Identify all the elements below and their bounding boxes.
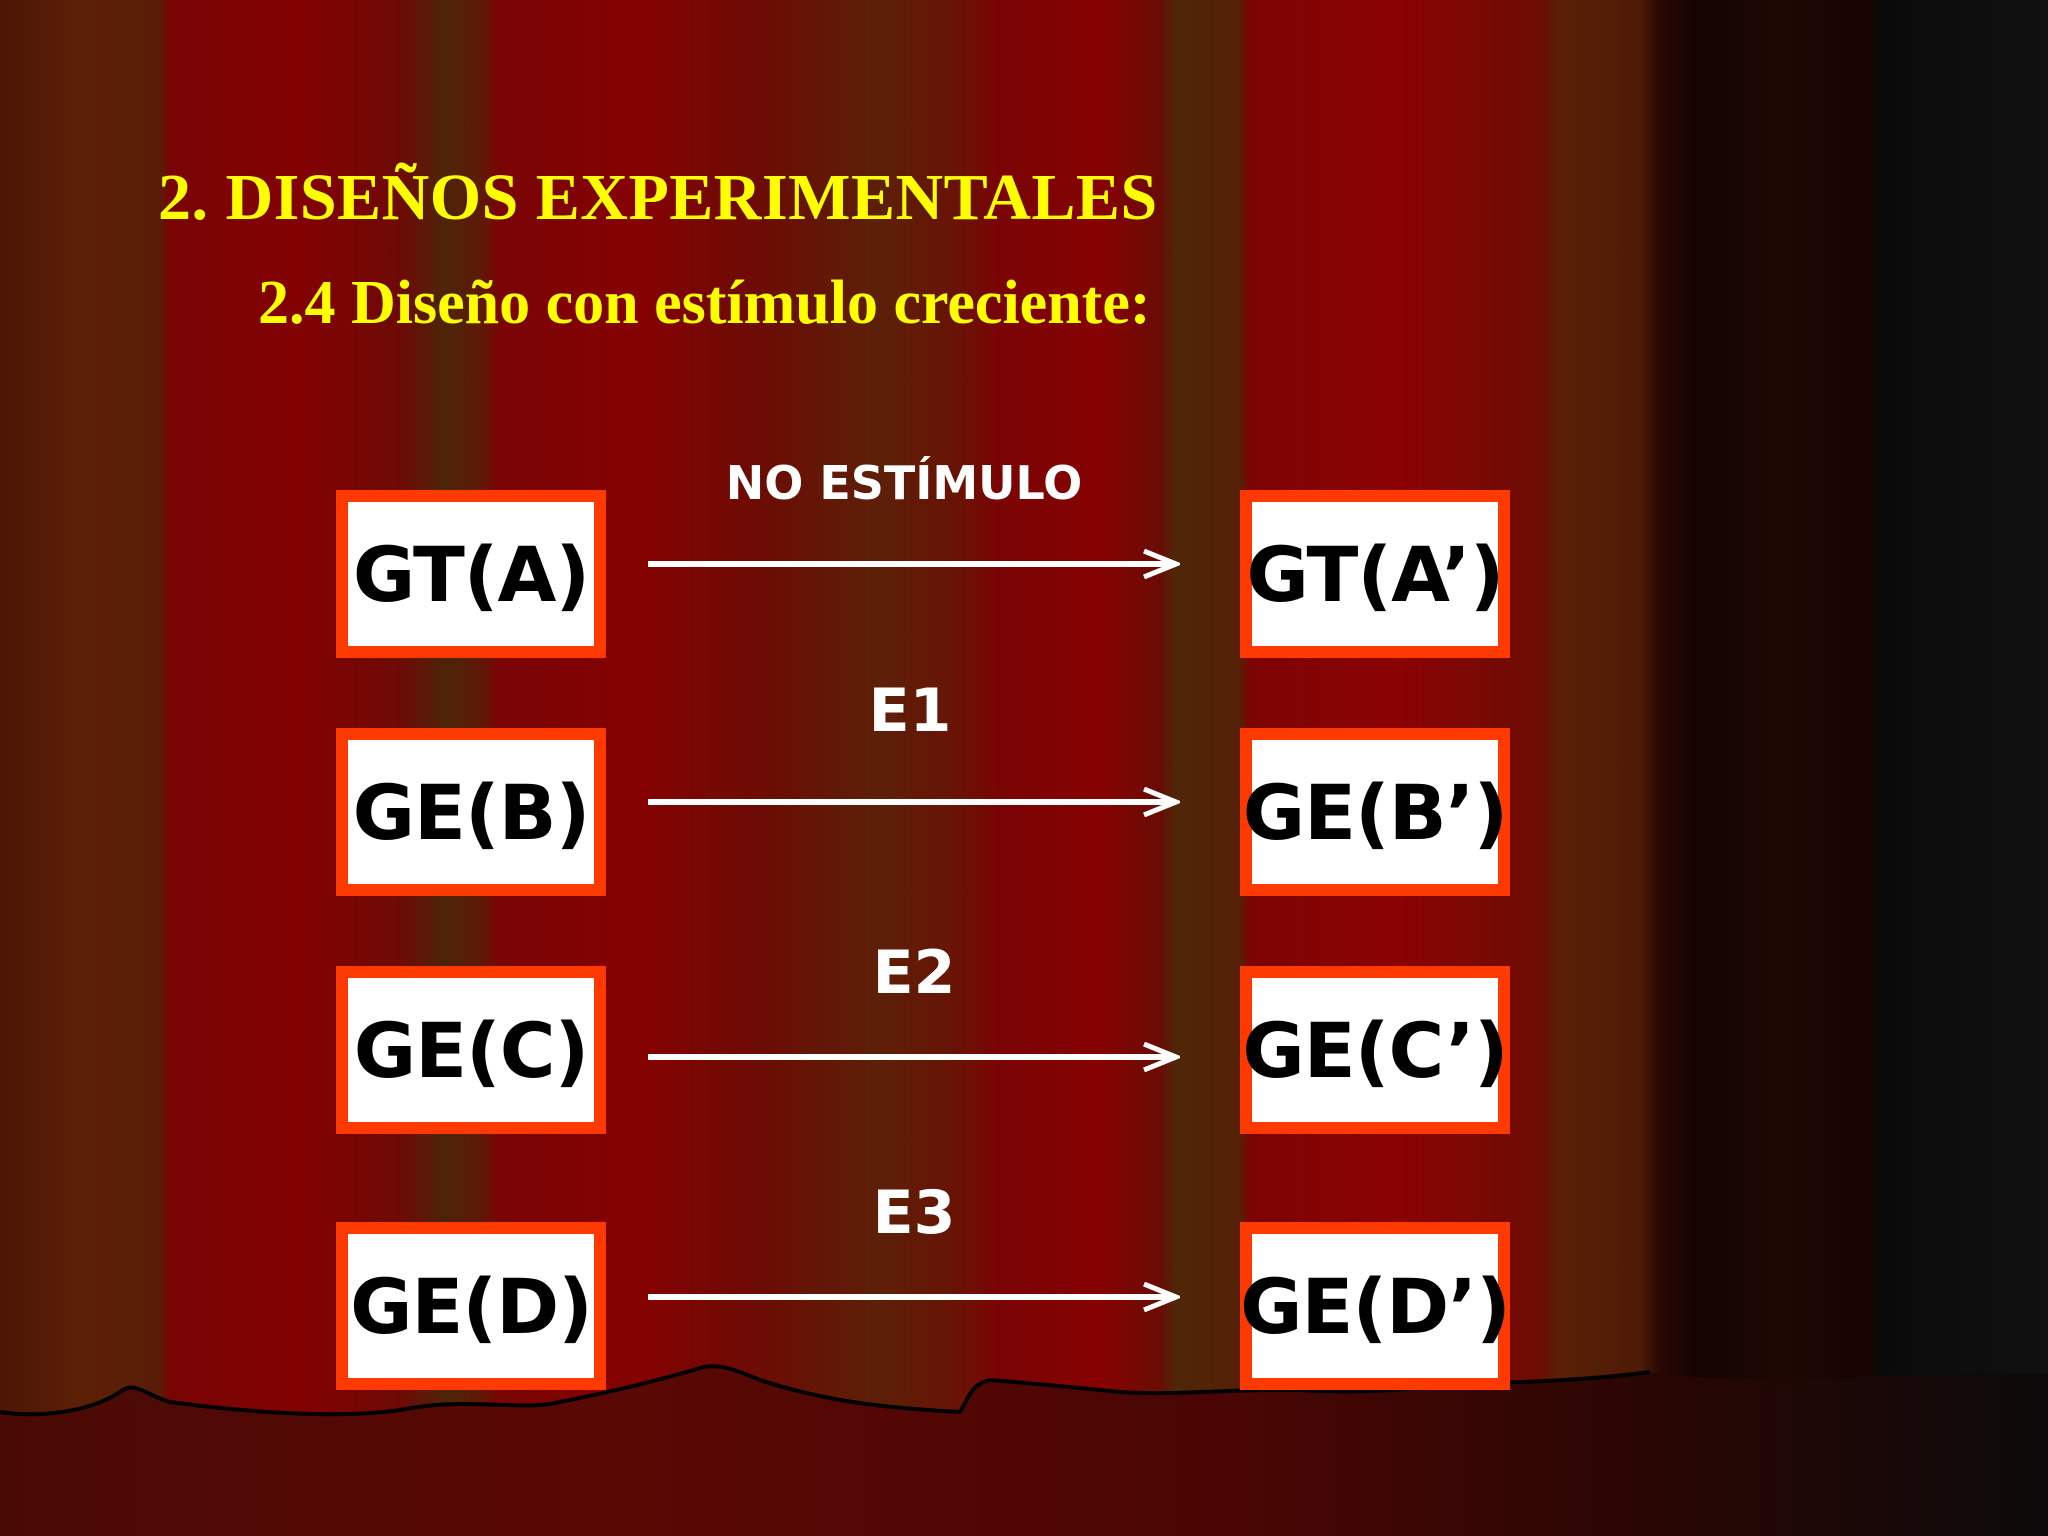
group-label: GE(C’) [1242,1005,1508,1095]
arrow-icon [648,787,1180,817]
group-box-ge-c: GE(C) [336,966,606,1134]
slide-title: 2. DISEÑOS EXPERIMENTALES [158,161,1158,234]
group-label: GT(A’) [1246,529,1504,619]
stimulus-label: E2 [872,938,956,1008]
group-box-ge-d-prime: GE(D’) [1240,1222,1511,1390]
group-box-ge-c-prime: GE(C’) [1240,966,1510,1134]
group-box-ge-b: GE(B) [336,728,606,896]
arrow-icon [648,1042,1180,1072]
group-label: GE(B’) [1242,767,1509,857]
stimulus-label: E1 [868,676,952,746]
group-label: GT(A) [352,529,590,619]
slide-subtitle: 2.4 Diseño con estímulo creciente: [258,269,1151,337]
group-box-gt-a-prime: GT(A’) [1240,490,1510,658]
arrow-icon [648,1282,1180,1312]
arrow-icon [648,549,1180,579]
stimulus-label: E3 [872,1178,956,1248]
group-label: GE(C) [353,1005,590,1095]
group-label: GE(D) [350,1261,593,1351]
group-box-gt-a: GT(A) [336,490,606,658]
group-box-ge-d: GE(D) [336,1222,606,1390]
group-label: GE(B) [352,767,591,857]
stimulus-label: NO ESTÍMULO [725,456,1083,510]
group-box-ge-b-prime: GE(B’) [1240,728,1510,896]
group-label: GE(D’) [1240,1261,1511,1351]
